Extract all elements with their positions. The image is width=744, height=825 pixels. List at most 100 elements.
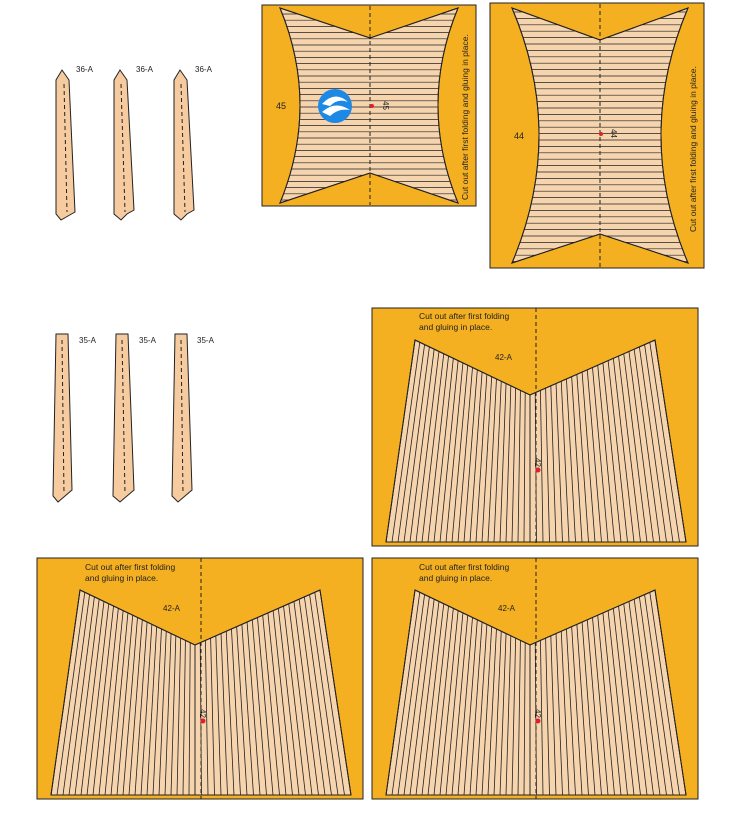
- stripe-line: [618, 355, 641, 542]
- stripe-line: [403, 596, 430, 795]
- stripe-line: [283, 605, 306, 795]
- stripe-line: [445, 362, 464, 542]
- stripe-line: [146, 626, 158, 795]
- panel-44: 44 Cut out after first folding and gluin…: [489, 2, 705, 269]
- stripe-line: [550, 385, 557, 542]
- stripe-line: [397, 344, 425, 542]
- stripe-line: [523, 392, 526, 542]
- stripe-line: [176, 638, 182, 795]
- stripe-line: [215, 635, 222, 795]
- stripe-line: [205, 640, 209, 795]
- stripe-line: [241, 624, 254, 795]
- stripe-line: [86, 603, 110, 795]
- panel-42a-3: Cut out after first folding and gluing i…: [371, 557, 699, 800]
- stripe-line: [511, 638, 517, 795]
- panel-note: Cut out after first folding and gluing i…: [460, 34, 470, 200]
- strip-36a-3: 36-A: [173, 65, 213, 221]
- stripe-line: [188, 642, 191, 795]
- stripe-line: [505, 385, 512, 542]
- stripe-line: [415, 601, 440, 795]
- stripe-line: [581, 622, 596, 795]
- stripe-line: [592, 617, 609, 795]
- stripe-line: [445, 612, 464, 795]
- stripe-line: [309, 594, 339, 795]
- stripe-line: [427, 355, 449, 542]
- strip-36a-2: 36-A: [113, 65, 154, 221]
- strip-35a-3: 35-A: [171, 333, 215, 503]
- stripe-line: [293, 601, 319, 795]
- stripe-line: [612, 608, 635, 795]
- stripe-line: [457, 367, 473, 542]
- stripe-line: [463, 369, 478, 542]
- stripe-line: [475, 624, 488, 795]
- stripe-line: [638, 596, 667, 795]
- panel-label: 42-A: [498, 604, 516, 613]
- stripe-line: [277, 608, 300, 795]
- stripe-line: [499, 633, 507, 795]
- panel-45: 45 Cut out after first folding and gluin…: [261, 4, 477, 207]
- stripe-line: [225, 631, 235, 795]
- stripe-line: [140, 624, 153, 795]
- glue-mark-label: 42: [198, 709, 207, 718]
- stripe-line: [433, 358, 454, 542]
- stripe-line: [644, 594, 674, 795]
- glue-mark-icon: 45: [370, 101, 390, 110]
- stripes: [386, 340, 686, 542]
- panel-note-line1: Cut out after first folding: [419, 311, 510, 321]
- stripe-line: [272, 610, 293, 795]
- stripe-line: [493, 381, 502, 542]
- stripe-line: [623, 353, 648, 542]
- stripe-line: [463, 619, 478, 795]
- stripe-line: [421, 603, 445, 795]
- stripe-line: [602, 612, 622, 795]
- stripe-line: [80, 601, 105, 795]
- stripe-line: [246, 622, 261, 795]
- stripe-line: [576, 624, 589, 795]
- stripe-line: [457, 617, 473, 795]
- panel-note: Cut out after first folding and gluing i…: [688, 66, 698, 232]
- stripe-line: [581, 372, 596, 542]
- glue-mark-icon: 42: [198, 709, 207, 724]
- stripe-line: [433, 608, 454, 795]
- stripe-line: [98, 608, 119, 795]
- glue-mark-label: 44: [609, 129, 618, 138]
- stripe-line: [633, 599, 661, 795]
- strip-label: 36-A: [136, 65, 154, 74]
- stripe-line: [602, 362, 622, 542]
- stripe-line: [644, 344, 674, 542]
- stripe-line: [612, 358, 635, 542]
- stripe-line: [220, 633, 228, 795]
- stripe-line: [566, 628, 576, 795]
- glue-mark-icon: 42: [533, 458, 542, 473]
- stripe-line: [592, 367, 609, 542]
- stripe-line: [571, 626, 583, 795]
- stripe-line: [122, 617, 138, 795]
- stripe-line: [493, 631, 502, 795]
- stripe-line: [415, 351, 440, 542]
- stripe-line: [481, 626, 493, 795]
- stripe-line: [571, 376, 583, 542]
- stripe-line: [597, 365, 615, 542]
- stripe-line: [391, 342, 421, 542]
- stripe-line: [92, 605, 114, 795]
- strip-36a-1: 36-A: [55, 65, 94, 221]
- strip-label: 35-A: [197, 336, 215, 345]
- stripe-line: [487, 628, 497, 795]
- stripe-line: [540, 390, 544, 542]
- panel-note-line2: and gluing in place.: [419, 322, 492, 332]
- panel-note-line2: and gluing in place.: [85, 573, 158, 583]
- stripe-line: [649, 592, 680, 795]
- strip-35a-2: 35-A: [112, 333, 157, 503]
- stripe-line: [110, 612, 129, 795]
- glue-mark-label: 45: [381, 101, 390, 110]
- glue-mark-icon: 44: [599, 129, 618, 138]
- stripe-line: [597, 615, 615, 795]
- stripe-line: [545, 388, 550, 542]
- strip-label: 36-A: [195, 65, 213, 74]
- stripe-line: [475, 374, 488, 542]
- stripe-line: [116, 615, 134, 795]
- stripe-line: [517, 390, 521, 542]
- strip-label: 35-A: [79, 336, 97, 345]
- stripe-line: [68, 596, 95, 795]
- watermark-logo-icon: [318, 89, 352, 123]
